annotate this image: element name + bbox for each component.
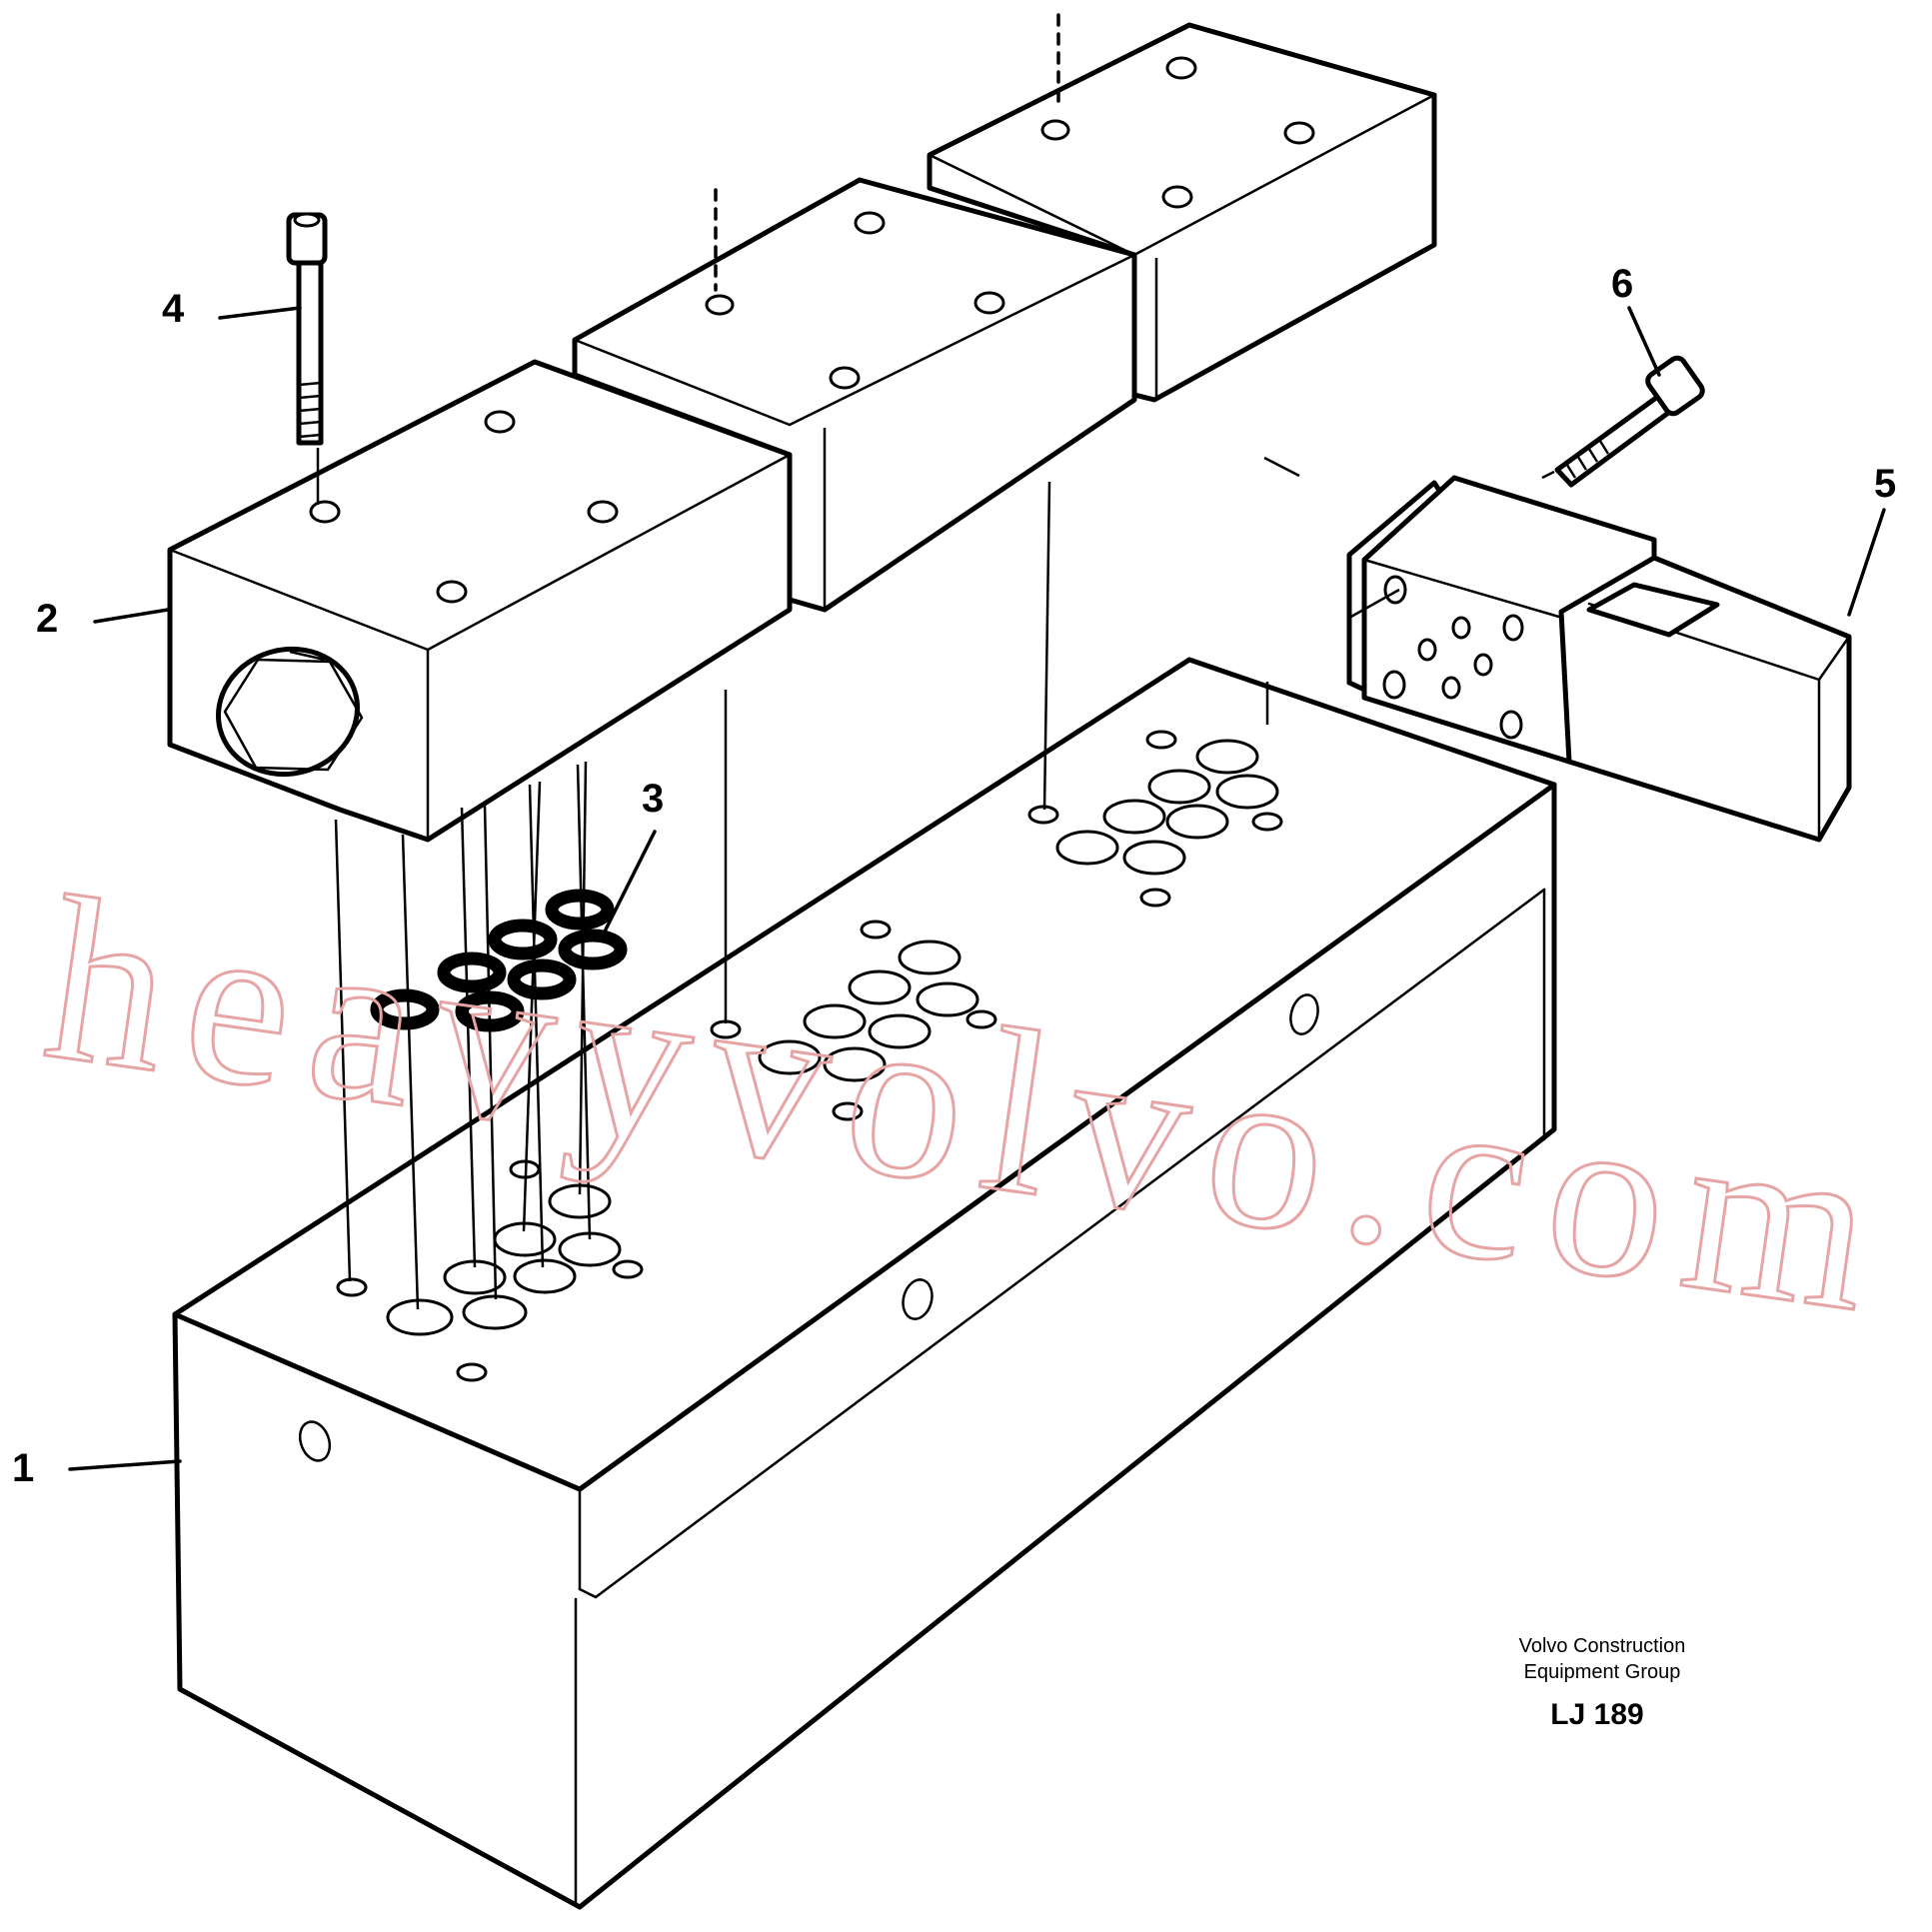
callout-4: 4 <box>162 287 302 331</box>
drawing-code: LJ 189 <box>1550 1698 1643 1731</box>
callout-6: 6 <box>1611 262 1661 377</box>
port-group-front <box>336 1159 644 1382</box>
svg-text:4: 4 <box>162 287 185 331</box>
hex-plug <box>216 646 364 778</box>
valve-section-front <box>167 359 793 843</box>
svg-text:2: 2 <box>36 597 58 641</box>
svg-text:3: 3 <box>642 777 664 821</box>
callout-1: 1 <box>12 1446 182 1490</box>
socket-head-bolt <box>286 212 328 505</box>
credit-line-1: Volvo Construction <box>1519 1635 1686 1657</box>
svg-text:6: 6 <box>1611 262 1633 306</box>
valve-section-middle <box>572 177 1137 613</box>
callout-2: 2 <box>36 597 170 641</box>
valve-section-rear <box>927 13 1437 403</box>
credit-line-2: Equipment Group <box>1524 1661 1681 1683</box>
port-group-rear <box>1027 730 1283 908</box>
svg-text:1: 1 <box>12 1446 34 1490</box>
assembly-lines <box>334 456 1300 1310</box>
callout-5: 5 <box>1847 462 1896 617</box>
svg-text:5: 5 <box>1874 462 1896 506</box>
pilot-valve <box>1346 475 1852 843</box>
pilot-valve-bolt <box>1541 355 1705 488</box>
port-group-center <box>710 920 997 1121</box>
manifold-block <box>172 657 1557 1910</box>
callout-3: 3 <box>603 777 664 934</box>
